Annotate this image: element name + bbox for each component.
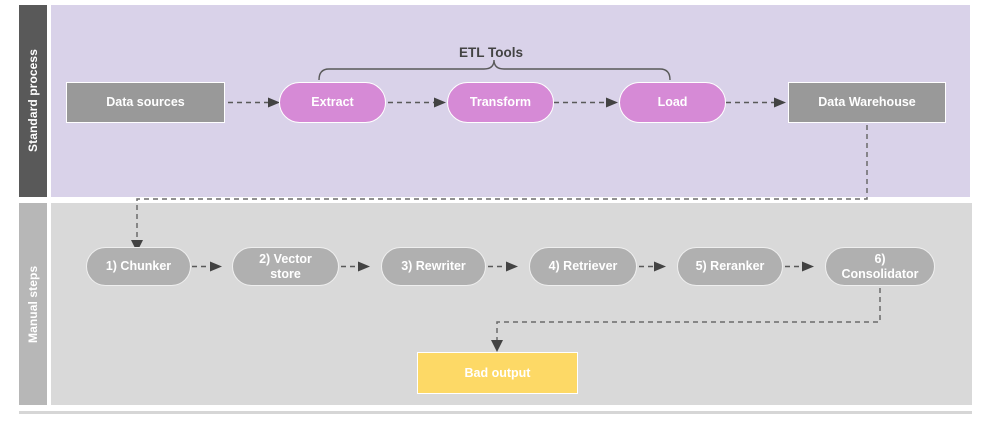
node-data-warehouse[interactable]: Data Warehouse — [788, 82, 946, 123]
lane-header-standard-process: Standard process — [19, 5, 47, 197]
node-label-consolidator-line2: Consolidator — [841, 266, 919, 281]
node-label-transform: Transform — [469, 95, 532, 110]
node-label-consolidator: 6) Consolidator — [841, 252, 918, 281]
node-label-reranker: 5) Reranker — [695, 259, 765, 274]
node-label-rewriter: 3) Rewriter — [401, 259, 466, 274]
node-vector-store[interactable]: 2) Vector store — [232, 247, 339, 286]
etl-tools-label: ETL Tools — [459, 45, 523, 60]
lane-label-standard-process: Standard process — [26, 49, 40, 153]
node-label-load: Load — [657, 95, 688, 110]
node-label-data-warehouse: Data Warehouse — [818, 95, 916, 110]
node-label-data-sources: Data sources — [106, 95, 185, 110]
node-extract[interactable]: Extract — [279, 82, 386, 123]
bottom-divider — [19, 411, 972, 414]
node-bad-output[interactable]: Bad output — [417, 352, 578, 394]
node-transform[interactable]: Transform — [447, 82, 554, 123]
node-rewriter[interactable]: 3) Rewriter — [381, 247, 486, 286]
node-reranker[interactable]: 5) Reranker — [677, 247, 783, 286]
node-label-consolidator-line1: 6) — [874, 252, 886, 267]
node-label-chunker: 1) Chunker — [105, 259, 172, 274]
node-label-bad-output: Bad output — [464, 365, 531, 380]
node-label-extract: Extract — [311, 95, 354, 110]
node-consolidator[interactable]: 6) Consolidator — [825, 247, 935, 286]
node-load[interactable]: Load — [619, 82, 726, 123]
node-retriever[interactable]: 4) Retriever — [529, 247, 637, 286]
node-label-vector-store-line1: 2) Vector — [259, 252, 312, 267]
node-label-vector-store: 2) Vector store — [259, 252, 312, 281]
lane-label-manual-steps: Manual steps — [26, 265, 40, 343]
node-chunker[interactable]: 1) Chunker — [86, 247, 191, 286]
lane-header-manual-steps: Manual steps — [19, 203, 47, 405]
node-label-vector-store-line2: store — [270, 266, 301, 281]
node-label-retriever: 4) Retriever — [548, 259, 618, 274]
node-data-sources[interactable]: Data sources — [66, 82, 225, 123]
